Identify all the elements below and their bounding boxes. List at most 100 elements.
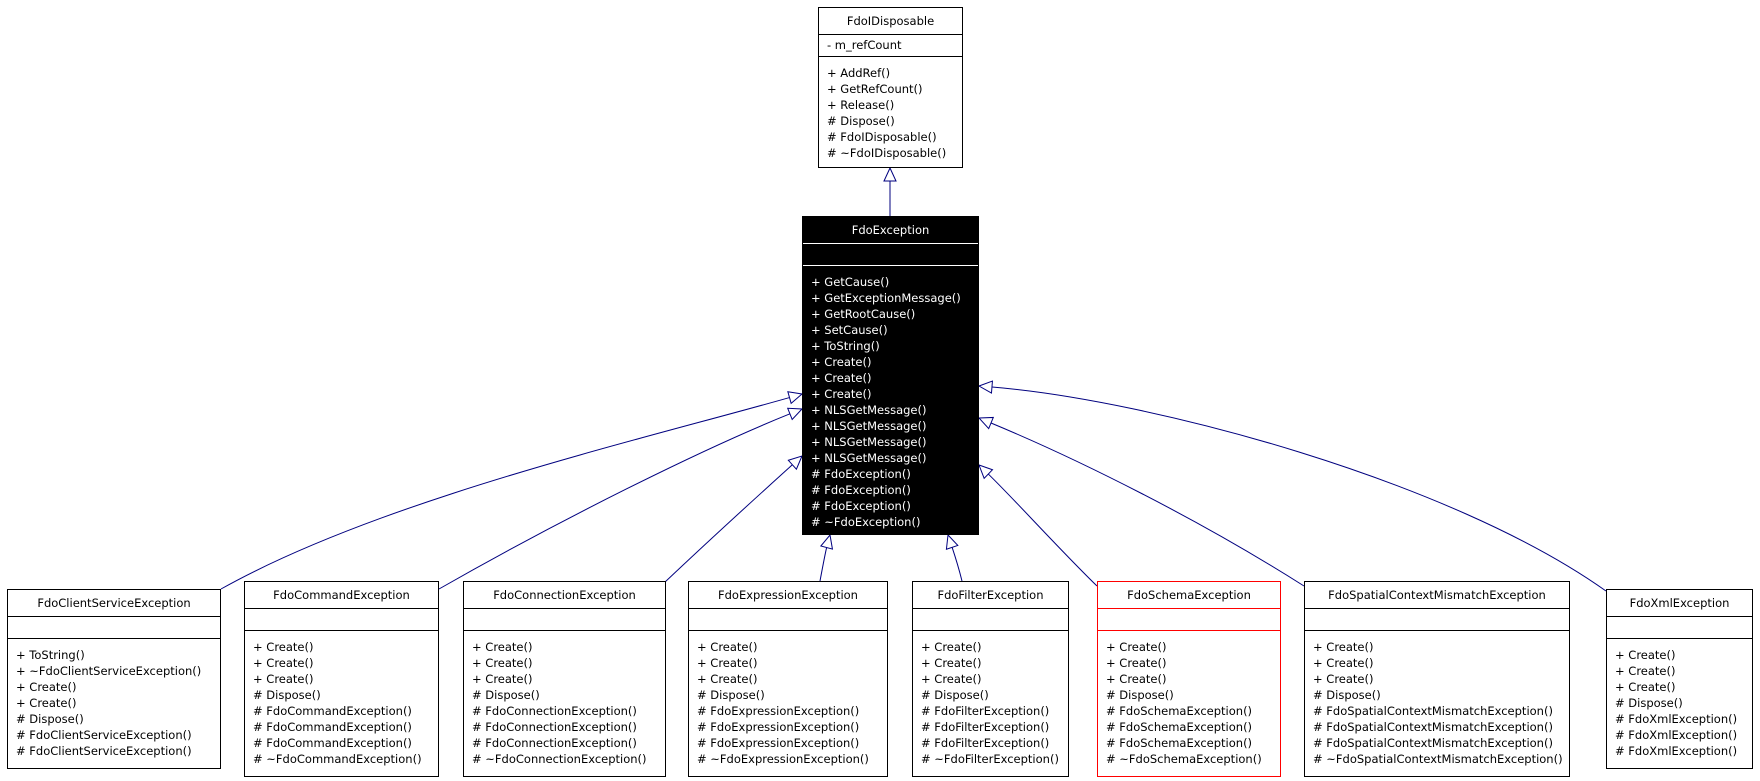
class-attributes	[1305, 609, 1569, 631]
class-attributes	[464, 609, 665, 631]
class-box-fdoexception[interactable]: FdoException + GetCause() + GetException…	[802, 216, 979, 535]
class-operations: + ToString() + ~FdoClientServiceExceptio…	[8, 639, 220, 759]
operation: # ~FdoCommandException()	[253, 752, 422, 766]
operation: + Create()	[921, 656, 982, 670]
inheritance-arrowhead	[819, 533, 834, 550]
inheritance-arrowhead	[977, 380, 994, 394]
operation: # ~FdoFilterException()	[921, 752, 1059, 766]
inheritance-arrowhead	[787, 455, 803, 471]
operation: + Create()	[1313, 656, 1374, 670]
operation: + Create()	[472, 672, 533, 686]
class-box-fdoconnectionexception[interactable]: FdoConnectionException + Create() + Crea…	[463, 581, 666, 777]
operation: + Create()	[1313, 640, 1374, 654]
operation: + Create()	[1106, 656, 1167, 670]
class-box-fdoexpressionexception[interactable]: FdoExpressionException + Create() + Crea…	[688, 581, 888, 777]
class-operations: + Create() + Create() + Create() # Dispo…	[913, 631, 1068, 767]
class-box-fdoschemaexception[interactable]: FdoSchemaException + Create() + Create()…	[1097, 581, 1281, 777]
edge-line	[220, 397, 790, 590]
operation: + GetCause()	[811, 275, 890, 289]
class-box-fdoxmlexception[interactable]: FdoXmlException + Create() + Create() + …	[1606, 589, 1753, 769]
operation: # FdoXmlException()	[1615, 712, 1738, 726]
operation: + Release()	[827, 98, 895, 112]
class-attributes	[1607, 617, 1752, 639]
operation: # ~FdoIDisposable()	[827, 146, 947, 160]
operation: + Create()	[16, 680, 77, 694]
operation: + Create()	[253, 656, 314, 670]
edge-line	[991, 386, 1607, 592]
inheritance-arrowhead	[977, 416, 995, 430]
class-operations: + Create() + Create() + Create() # Dispo…	[1098, 631, 1280, 767]
edge-fdoexpressionexception	[819, 533, 834, 582]
class-name: FdoSpatialContextMismatchException	[1305, 582, 1569, 609]
attribute: - m_refCount	[827, 38, 902, 52]
class-box-fdocommandexception[interactable]: FdoCommandException + Create() + Create(…	[244, 581, 439, 777]
edge-fdoxmlexception	[977, 380, 1607, 592]
operation: # FdoCommandException()	[253, 704, 412, 718]
class-name: FdoException	[803, 217, 978, 244]
edge-line	[987, 473, 1098, 587]
operation: # ~FdoSchemaException()	[1106, 752, 1262, 766]
operation: # FdoConnectionException()	[472, 736, 637, 750]
edge-fdospatialcontextmismatchexception	[977, 416, 1305, 587]
operation: + Create()	[472, 640, 533, 654]
operation: + ~FdoClientServiceException()	[16, 664, 202, 678]
operation: + GetRefCount()	[827, 82, 923, 96]
operation: + ToString()	[811, 339, 880, 353]
class-attributes	[689, 609, 887, 631]
class-operations: + GetCause() + GetExceptionMessage() + G…	[803, 266, 978, 530]
operation: # FdoException()	[811, 467, 911, 481]
operation: + Create()	[1615, 680, 1676, 694]
class-operations: + Create() + Create() + Create() # Dispo…	[464, 631, 665, 767]
class-name: FdoClientServiceException	[8, 590, 220, 617]
operation: + GetExceptionMessage()	[811, 291, 961, 305]
class-attributes: - m_refCount	[819, 35, 962, 57]
operation: # FdoSpatialContextMismatchException()	[1313, 736, 1553, 750]
operation: # Dispose()	[1313, 688, 1381, 702]
class-operations: + Create() + Create() + Create() # Dispo…	[1607, 639, 1752, 759]
inheritance-arrowhead	[978, 464, 994, 480]
operation: # FdoIDisposable()	[827, 130, 937, 144]
edge-line	[663, 464, 793, 584]
inheritance-arrowhead	[787, 391, 804, 405]
operation: + Create()	[811, 387, 872, 401]
edge-fdoexception-to-fdoidisposable	[883, 166, 897, 216]
operation: # Dispose()	[1615, 696, 1683, 710]
operation: # FdoSpatialContextMismatchException()	[1313, 720, 1553, 734]
operation: # FdoExpressionException()	[697, 704, 860, 718]
operation: + NLSGetMessage()	[811, 435, 927, 449]
operation: # Dispose()	[1106, 688, 1174, 702]
class-box-fdofilterexception[interactable]: FdoFilterException + Create() + Create()…	[912, 581, 1069, 777]
inheritance-arrowhead	[883, 166, 897, 182]
edge-fdofilterexception	[945, 533, 963, 582]
class-box-fdospatialcontextmismatchexception[interactable]: FdoSpatialContextMismatchException + Cre…	[1304, 581, 1570, 777]
edge-line	[951, 547, 963, 582]
operation: # Dispose()	[253, 688, 321, 702]
class-operations: + Create() + Create() + Create() # Dispo…	[1305, 631, 1569, 767]
operation: + Create()	[1106, 640, 1167, 654]
inheritance-arrowhead	[945, 533, 959, 550]
operation: # FdoFilterException()	[921, 720, 1050, 734]
class-box-fdoclientserviceexception[interactable]: FdoClientServiceException + ToString() +…	[7, 589, 221, 769]
class-attributes	[1098, 609, 1280, 631]
operation: # FdoExpressionException()	[697, 736, 860, 750]
operation: # Dispose()	[16, 712, 84, 726]
operation: # FdoClientServiceException()	[16, 728, 192, 742]
operation: + GetRootCause()	[811, 307, 916, 321]
operation: # FdoSchemaException()	[1106, 704, 1253, 718]
operation: # Dispose()	[827, 114, 895, 128]
operation: + Create()	[253, 640, 314, 654]
class-attributes	[8, 617, 220, 639]
operation: + NLSGetMessage()	[811, 403, 927, 417]
operation: + Create()	[1615, 664, 1676, 678]
operation: + Create()	[1615, 648, 1676, 662]
class-box-fdoidisposable[interactable]: FdoIDisposable - m_refCount + AddRef() +…	[818, 7, 963, 168]
operation: + AddRef()	[827, 66, 891, 80]
operation: # FdoClientServiceException()	[16, 744, 192, 758]
edge-fdoschemaexception	[978, 464, 1098, 587]
operation: # Dispose()	[472, 688, 540, 702]
operation: + Create()	[1106, 672, 1167, 686]
class-operations: + AddRef() + GetRefCount() + Release() #…	[819, 57, 962, 161]
class-name: FdoConnectionException	[464, 582, 665, 609]
operation: # FdoSpatialContextMismatchException()	[1313, 704, 1553, 718]
operation: # FdoException()	[811, 483, 911, 497]
